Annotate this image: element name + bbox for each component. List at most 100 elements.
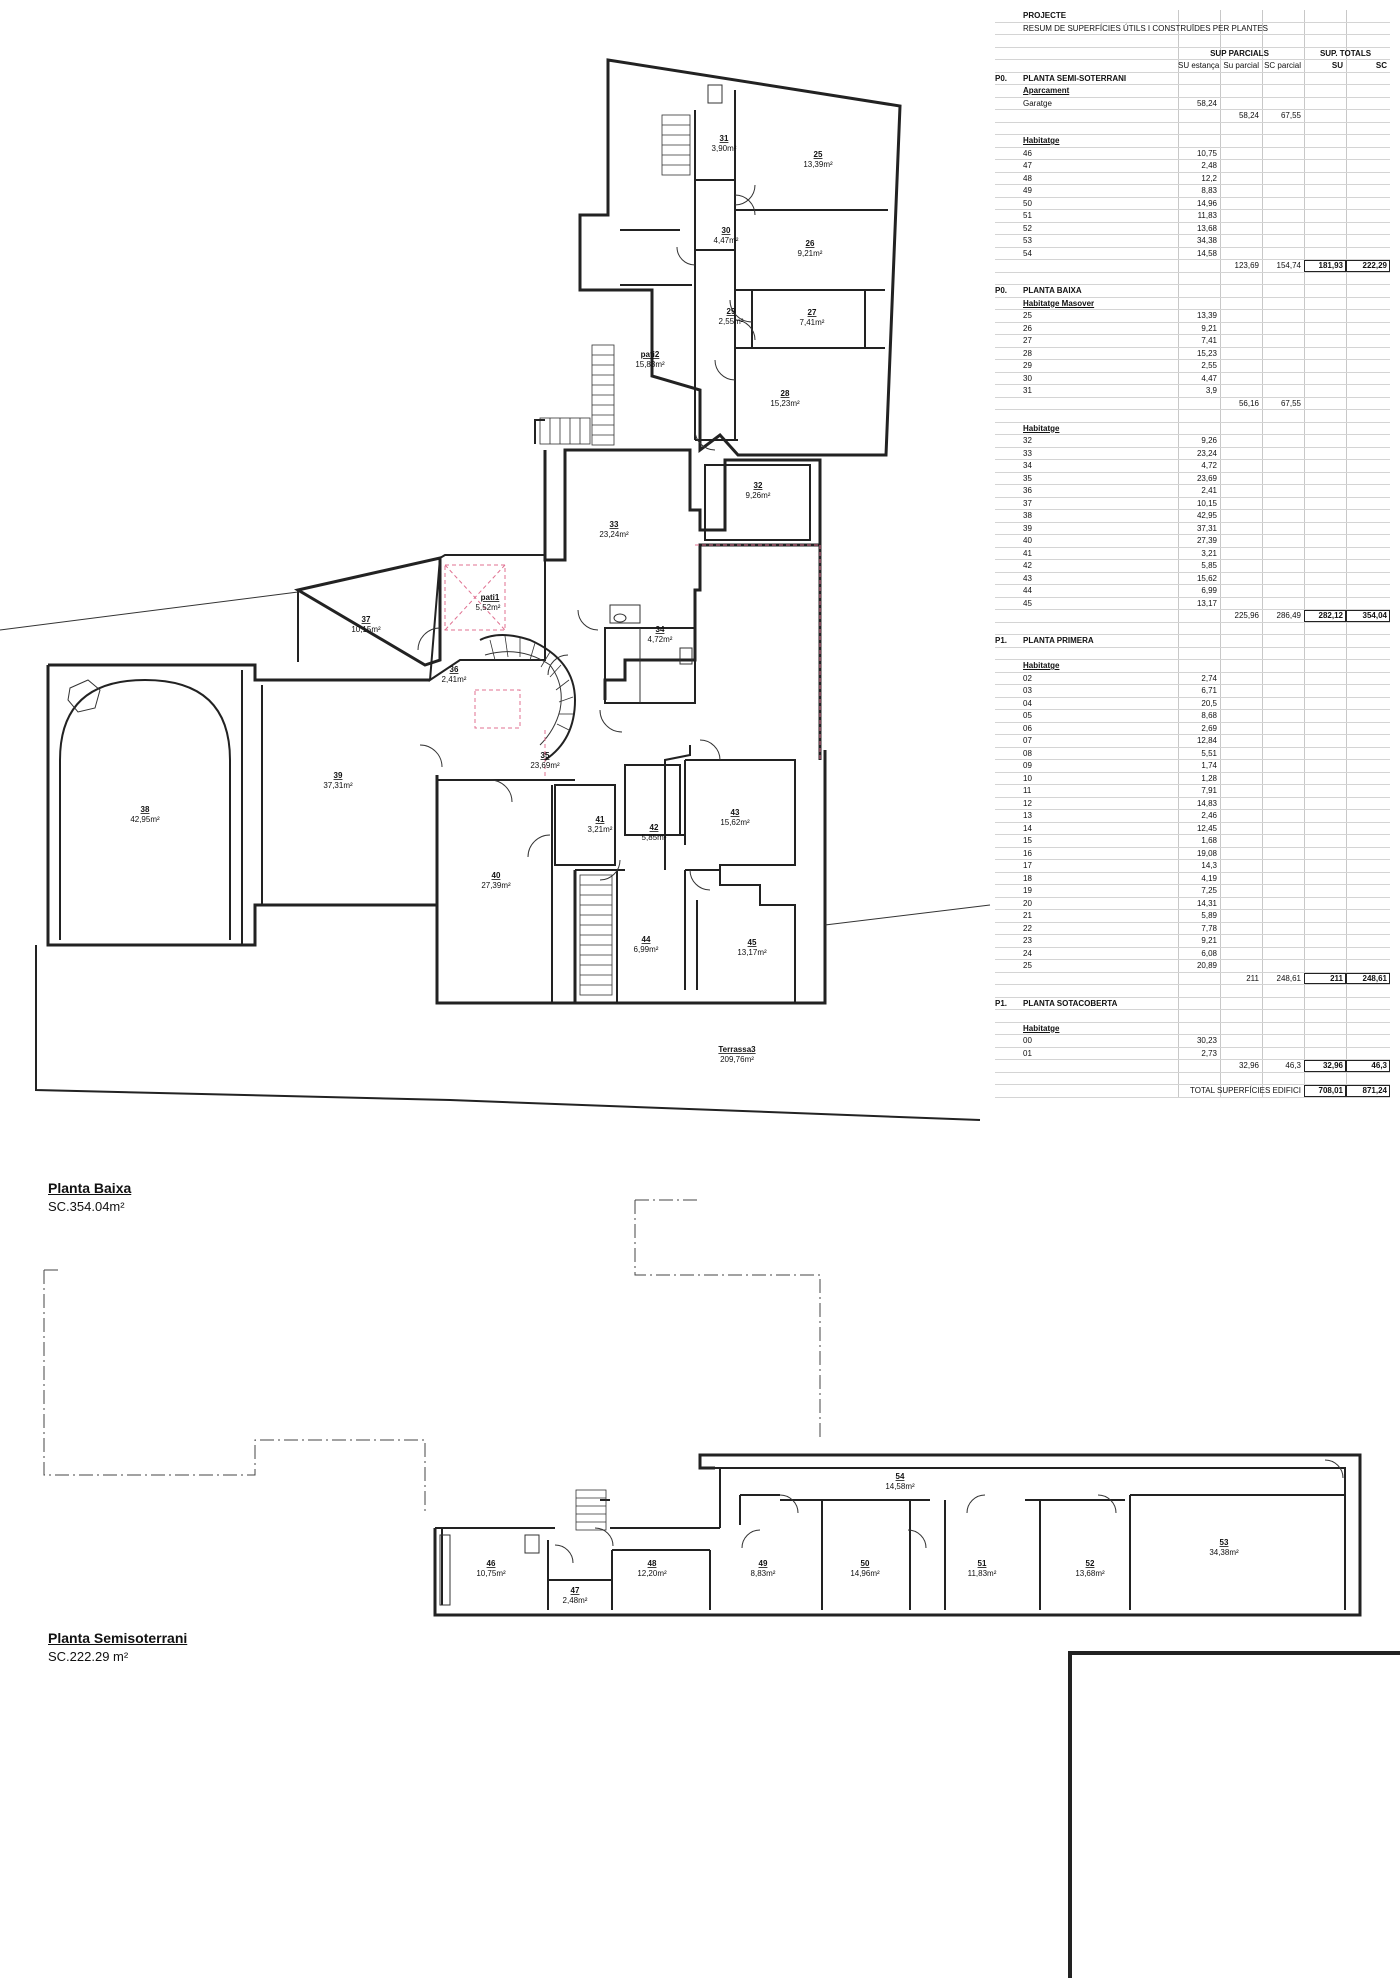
svg-text:3,90m²: 3,90m² (712, 144, 737, 153)
table-cell: 21 (1023, 911, 1032, 920)
table-cell: 35 (1023, 473, 1032, 483)
svg-text:49: 49 (759, 1559, 768, 1568)
table-cell: 13,17 (1196, 598, 1217, 608)
room-36: 362,41m² (442, 665, 467, 684)
svg-text:12,20m²: 12,20m² (637, 1569, 667, 1578)
table-cell: 282,12 (1304, 610, 1346, 622)
table-project-row: PROJECTE (995, 10, 1390, 23)
table-cell: 9,21 (1201, 323, 1217, 333)
svg-text:2,41m²: 2,41m² (442, 675, 467, 684)
table-cell: Su parcial (1223, 61, 1259, 70)
svg-text:40: 40 (492, 871, 501, 880)
table-cell: 2,55 (1201, 361, 1217, 370)
table-cell: 4,72 (1201, 461, 1217, 470)
svg-text:15,62m²: 15,62m² (720, 818, 750, 827)
table-cell: 11 (1023, 786, 1032, 795)
table-cell: 05 (1023, 711, 1032, 720)
table-cell: P1. (995, 998, 1008, 1008)
svg-text:26: 26 (806, 239, 815, 248)
table-subtotal-row: 58,24 67,55 (995, 110, 1390, 123)
svg-text:38: 38 (141, 805, 150, 814)
svg-text:41: 41 (596, 815, 605, 824)
table-cell: 40 (1023, 536, 1032, 545)
table-cell: 52 (1023, 223, 1032, 233)
table-cell: 12,2 (1201, 173, 1217, 183)
table-cell: 25 (1023, 961, 1032, 970)
table-cell: 45 (1023, 598, 1032, 608)
table-spacer (995, 985, 1390, 998)
doors-semisoterrani (554, 1459, 1344, 1564)
table-spacer (995, 647, 1390, 660)
table-cell: 13 (1023, 811, 1032, 820)
table-cell: 1,74 (1201, 761, 1217, 770)
svg-text:37: 37 (362, 615, 371, 624)
table-cell: 23,24 (1196, 448, 1217, 458)
planta-semisoterrani-name: Planta Semisoterrani (48, 1630, 188, 1646)
terrassa3-outline (0, 419, 991, 1121)
table-cell: Habitatge (1023, 136, 1060, 145)
planta-semisoterrani-sc: SC.222.29 m² (48, 1649, 129, 1664)
table-cell: 2,69 (1201, 723, 1217, 733)
table-cell: 18 (1023, 873, 1032, 883)
table-cell: 7,25 (1201, 886, 1217, 895)
table-cell: 58,24 (1238, 111, 1259, 120)
table-cell: 7,78 (1201, 923, 1217, 933)
table-cell: 29 (1023, 361, 1032, 370)
table-cell: 14,96 (1196, 198, 1217, 208)
table-section-row: P1.PLANTA SOTACOBERTA (995, 997, 1390, 1010)
table-cell: 67,55 (1280, 111, 1301, 120)
table-cell: 2,46 (1201, 811, 1217, 820)
svg-text:10,15m²: 10,15m² (351, 625, 381, 634)
table-cell: 154,74 (1276, 261, 1301, 270)
svg-text:36: 36 (450, 665, 459, 674)
table-cell: 1,68 (1201, 836, 1217, 845)
table-cell: 15,62 (1196, 573, 1217, 583)
svg-text:14,58m²: 14,58m² (885, 1482, 915, 1491)
svg-text:4,47m²: 4,47m² (714, 236, 739, 245)
table-cell: 9,26 (1201, 436, 1217, 445)
planta-semisoterrani-title: Planta Semisoterrani (48, 1630, 187, 1646)
table-section-row: P0.PLANTA SEMI-SOTERRANI (995, 72, 1390, 85)
svg-text:47: 47 (571, 1586, 580, 1595)
room-41: 413,21m² (588, 815, 613, 834)
pati1-void (444, 544, 821, 760)
svg-text:3,21m²: 3,21m² (588, 825, 613, 834)
table-cell: 5,89 (1201, 911, 1217, 920)
table-spacer (995, 410, 1390, 423)
table-group-row: Habitatge (995, 422, 1390, 435)
table-cell: 28 (1023, 348, 1032, 358)
table-cell: 6,71 (1201, 686, 1217, 695)
table-cell: PLANTA PRIMERA (1023, 636, 1094, 645)
svg-text:15,23m²: 15,23m² (770, 399, 800, 408)
table-cell: 50 (1023, 198, 1032, 208)
